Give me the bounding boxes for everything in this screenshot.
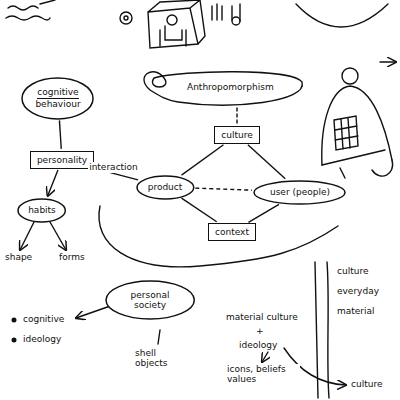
node-text: culture [221,130,252,140]
scribble [8,6,38,10]
node-text: behaviour [35,99,80,109]
scribble [40,0,55,4]
concept-ellipse: user (people) [253,180,346,205]
note-text: ideology [238,340,278,350]
node-text: personality [37,155,87,165]
node-text: user (people) [270,187,330,197]
note-text: shape [4,252,33,262]
note-symbol [239,4,240,21]
note-text: culture [336,266,369,276]
connector-label: interaction [88,162,139,172]
seated-figure [167,15,177,25]
at-symbol [124,16,128,20]
divider-line [315,262,329,398]
scribble [6,16,50,20]
bullet [12,338,16,342]
note-text: ideology [22,334,62,344]
person-body [322,150,393,178]
node-text: product [148,182,183,192]
connector [248,204,279,222]
cube-sketch [148,0,205,48]
note-text: culture [350,379,383,389]
connector [195,188,252,190]
loop-outline [144,72,302,105]
bars-symbol [212,4,232,20]
person-body [322,86,392,165]
note-text: cognitive [22,314,65,324]
concept-box: culture [214,126,259,144]
arrow-mark [380,61,396,62]
note-text: + [255,326,265,336]
note-text: everyday [336,286,380,296]
bowl-sketch [296,4,388,27]
branch-arrow [20,222,34,250]
link-line [236,108,237,124]
ellipse-outline [254,181,345,204]
note-text: icons, beliefs values [226,364,300,385]
note-text: material culture [225,312,299,322]
node-text: habits [28,205,56,215]
concept-ellipse: habits [17,198,66,223]
ellipse-outline [137,176,194,199]
node-text: personal society [121,290,179,311]
branch-arrow [50,222,66,250]
connector [48,170,58,196]
ellipse-outline [22,78,93,119]
bullet [12,318,16,322]
note-text: shell objects [134,348,180,369]
connector [59,120,61,148]
pointer-arrow [262,352,268,362]
ellipse-outline [106,281,194,319]
concept-box: personality [30,151,94,169]
concept-ellipse: cognitivebehaviour [21,77,94,120]
node-text: cognitive [37,87,78,99]
tick-line [158,330,160,344]
connector [248,145,285,179]
long-curve [99,206,338,267]
concept-box: context [208,223,256,241]
note-symbol [232,17,240,25]
concept-ellipse: product [136,175,195,200]
person-head [342,68,358,84]
at-symbol [120,12,132,24]
connector [182,145,224,175]
note-text: Anthropomorphism [186,82,275,92]
connector [182,198,217,222]
grid-patch [334,116,358,150]
node-text: context [215,227,249,237]
concept-circle: personal society [105,280,195,320]
note-text: forms [58,252,86,262]
ellipse-outline [18,199,65,222]
note-text: material [336,306,376,316]
seated-figure [160,26,186,46]
